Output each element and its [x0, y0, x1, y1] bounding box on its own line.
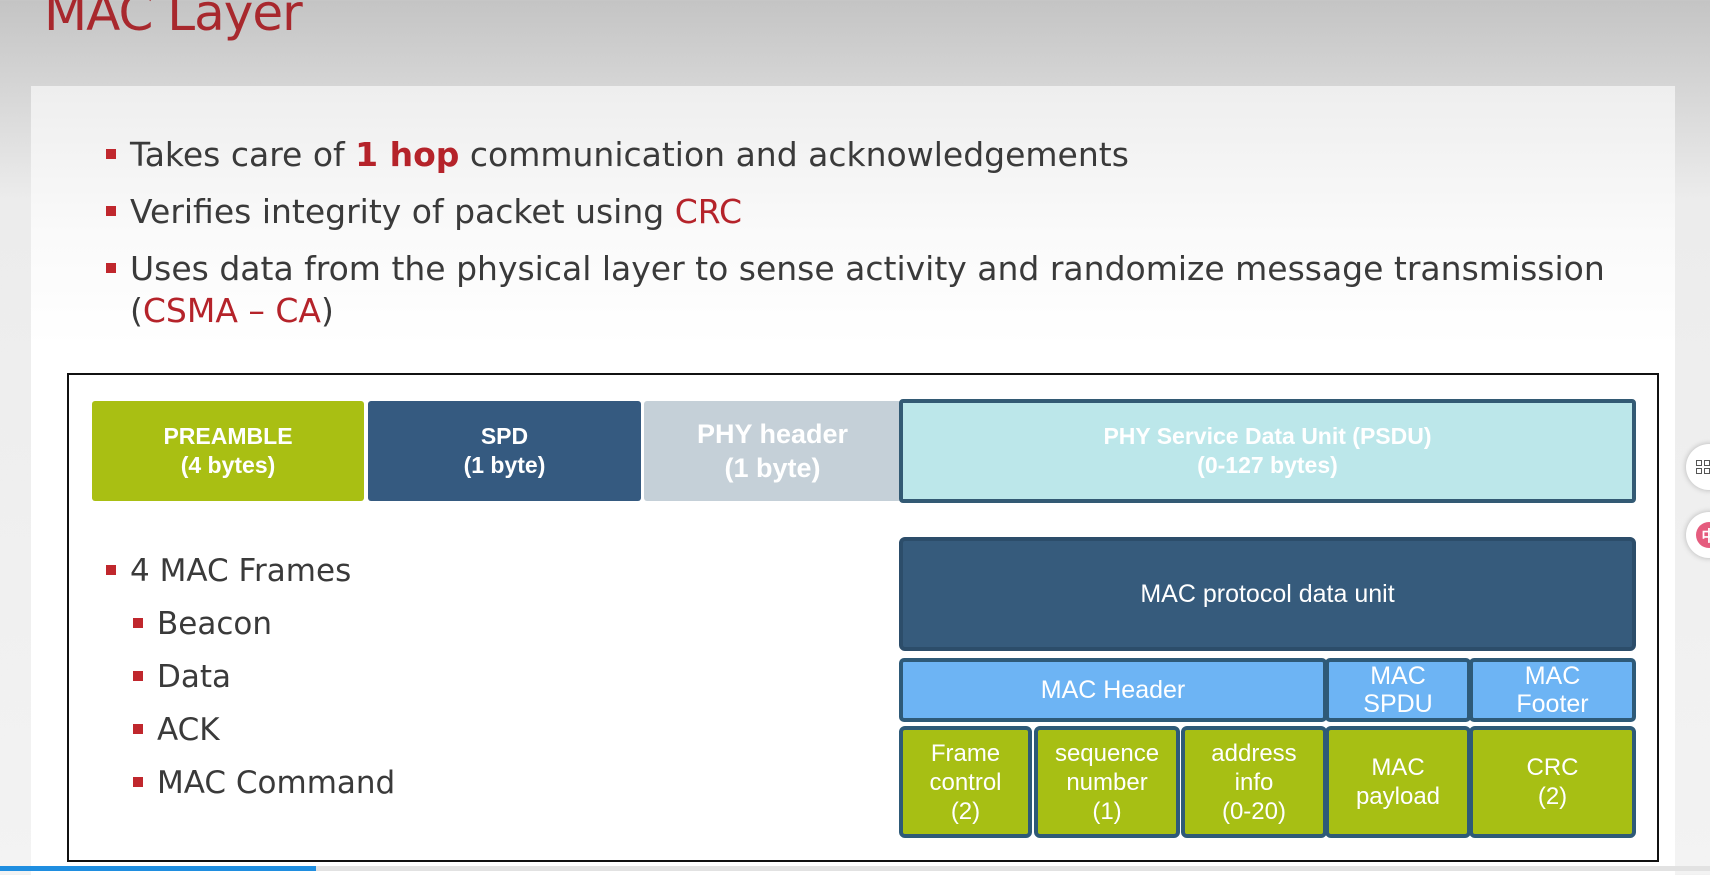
- highlight-csma-ca: CSMA – CA: [142, 291, 322, 330]
- slide-title: MAC Layer: [44, 0, 303, 42]
- mac-frames-heading: 4 MAC Frames: [105, 545, 395, 598]
- phy-header-block: PHY header (1 byte): [644, 401, 901, 501]
- mac-frames-list: 4 MAC Frames Beacon Data ACK MAC Command: [105, 545, 395, 810]
- mac-footer-block: MAC Footer: [1469, 658, 1636, 722]
- mac-frame-diagram: PREAMBLE (4 bytes) SPD (1 byte) PHY head…: [67, 373, 1659, 862]
- sequence-number-field: sequence number (1): [1034, 726, 1180, 838]
- crc-field: CRC (2): [1469, 726, 1636, 838]
- mac-spdu-block: MAC SPDU: [1325, 658, 1471, 722]
- bullet-csma: Uses data from the physical layer to sen…: [105, 248, 1665, 332]
- frame-type-mac-command: MAC Command: [132, 757, 395, 810]
- language-button[interactable]: 中: [1686, 512, 1710, 558]
- bullet-text: communication and acknowledgements: [459, 135, 1129, 174]
- mac-header-block: MAC Header: [899, 658, 1327, 722]
- video-progress-fill: [0, 866, 317, 871]
- grid-icon: [1696, 460, 1710, 474]
- preamble-block: PREAMBLE (4 bytes): [92, 401, 364, 501]
- bullet-crc: Verifies integrity of packet using CRC: [105, 191, 1665, 233]
- grid-button[interactable]: [1686, 444, 1710, 490]
- bullet-one-hop: Takes care of 1 hop communication and ac…: [105, 134, 1665, 176]
- language-icon: 中: [1696, 522, 1710, 548]
- frame-control-field: Frame control (2): [899, 726, 1032, 838]
- frame-type-data: Data: [132, 651, 395, 704]
- highlight-one-hop: 1 hop: [355, 135, 460, 174]
- video-progress-bar[interactable]: [0, 866, 1710, 871]
- main-bullet-list: Takes care of 1 hop communication and ac…: [105, 134, 1665, 347]
- highlight-crc: CRC: [674, 192, 743, 231]
- mac-protocol-data-unit-block: MAC protocol data unit: [899, 537, 1636, 651]
- bullet-text: Uses data from the physical layer to sen…: [130, 249, 1605, 330]
- psdu-block: PHY Service Data Unit (PSDU) (0-127 byte…: [899, 399, 1636, 503]
- frame-type-beacon: Beacon: [132, 598, 395, 651]
- bullet-text: ): [321, 291, 334, 330]
- spd-block: SPD (1 byte): [368, 401, 641, 501]
- frame-type-ack: ACK: [132, 704, 395, 757]
- address-info-field: address info (0-20): [1181, 726, 1327, 838]
- bullet-text: Verifies integrity of packet using: [130, 192, 675, 231]
- mac-payload-field: MAC payload: [1325, 726, 1471, 838]
- bullet-text: Takes care of: [130, 135, 356, 174]
